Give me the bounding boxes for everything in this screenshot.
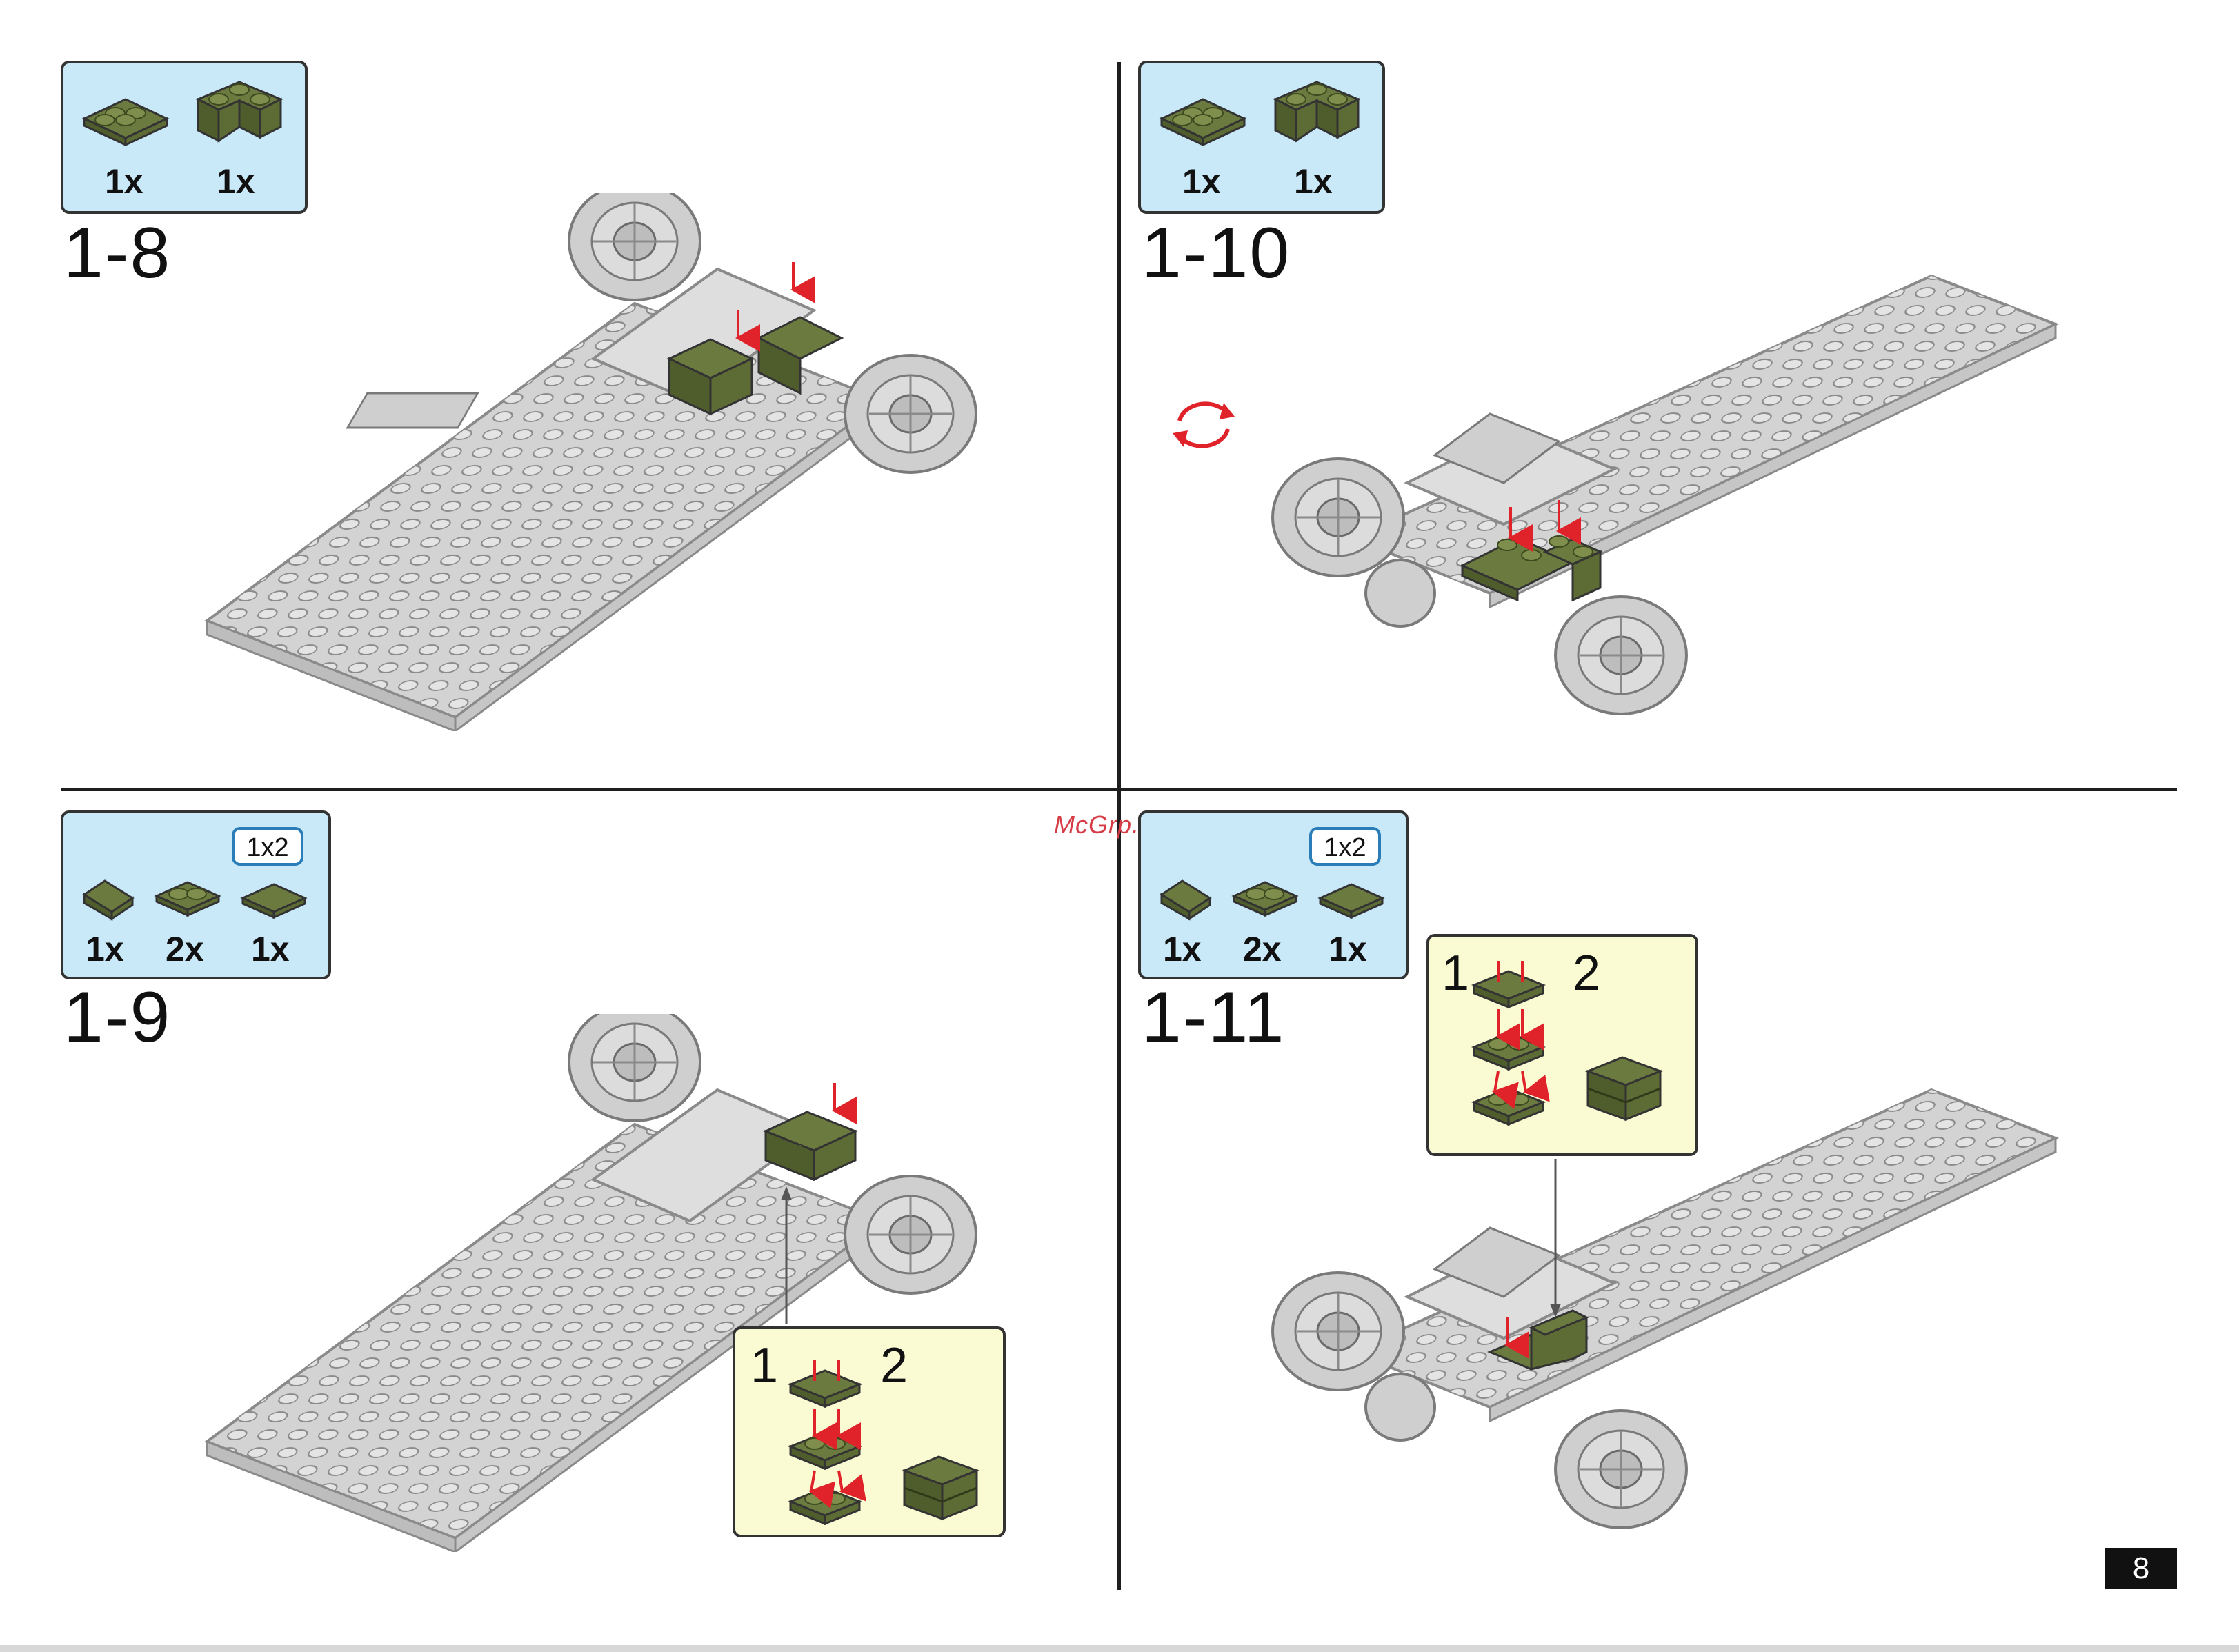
part-qty: 2x	[1243, 929, 1282, 969]
rotate-model-icon	[1166, 393, 1242, 455]
slope-green-icon	[77, 874, 139, 922]
sub-step-number: 2	[880, 1337, 908, 1394]
tile-1x2-green-icon	[1313, 874, 1389, 922]
slope-green-icon	[1155, 874, 1217, 922]
bottom-rule	[0, 1645, 2239, 1652]
parts-box-step-1-9: 1x2 1x 2x 1x	[61, 810, 331, 979]
size-badge: 1x2	[1309, 827, 1381, 866]
plate-2x2-green-icon	[77, 91, 174, 146]
plate-1x2-green-icon	[150, 872, 226, 920]
sub-assembly-stack-icon	[784, 1357, 880, 1529]
horizontal-divider	[61, 788, 2177, 791]
part-qty: 1x	[105, 161, 143, 201]
part-qty: 1x	[1294, 161, 1333, 201]
chassis-model-step-1-10	[1269, 248, 2069, 731]
sub-step-number: 2	[1573, 945, 1600, 1002]
step-number: 1-11	[1142, 977, 1285, 1059]
part-qty: 1x	[251, 929, 290, 969]
sub-assembly-result-icon	[897, 1450, 984, 1526]
page-number: 8	[2105, 1548, 2177, 1589]
sub-step-number: 1	[750, 1337, 778, 1394]
step-number: 1-10	[1142, 212, 1291, 295]
part-qty: 1x	[86, 929, 124, 969]
size-badge: 1x2	[232, 827, 303, 866]
sub-assembly-box-step-1-9: 1 2	[733, 1326, 1006, 1537]
step-number: 1-8	[63, 212, 171, 295]
part-qty: 1x	[1182, 161, 1221, 201]
chassis-model-step-1-11	[1269, 1062, 2069, 1545]
part-qty: 1x	[1163, 929, 1202, 969]
parts-box-step-1-8: 1x 1x	[61, 61, 308, 214]
tile-1x2-green-icon	[236, 874, 312, 922]
chassis-model-step-1-8	[193, 193, 1007, 731]
brick-corner-green-icon	[191, 79, 288, 148]
part-qty: 1x	[1329, 929, 1367, 969]
step-number: 1-9	[63, 977, 171, 1059]
brick-corner-green-icon	[1268, 79, 1365, 148]
sub-step-number: 1	[1442, 945, 1469, 1002]
part-qty: 2x	[166, 929, 204, 969]
plate-2x2-green-icon	[1155, 91, 1251, 146]
parts-box-step-1-11: 1x2 1x 2x 1x	[1138, 810, 1409, 979]
parts-box-step-1-10: 1x 1x	[1138, 61, 1385, 214]
plate-1x2-green-icon	[1227, 872, 1303, 920]
